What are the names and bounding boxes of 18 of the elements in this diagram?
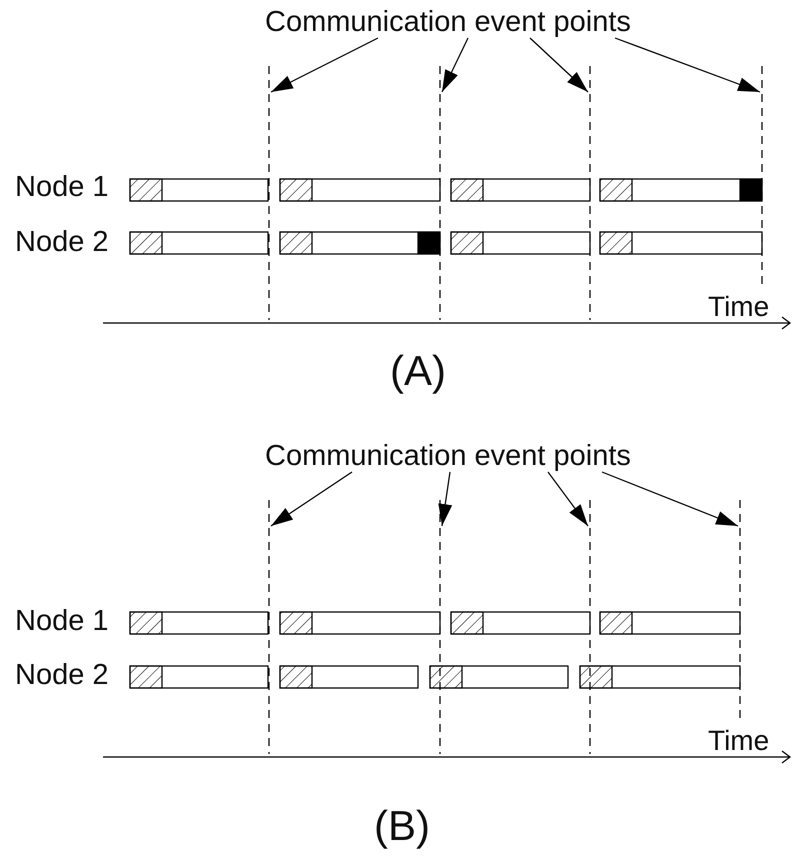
panel-caption: (B) [374, 803, 430, 849]
axis-label: Time [708, 291, 770, 323]
leader-arrow [270, 37, 378, 93]
leader-arrow [438, 472, 452, 526]
leader-arrow [530, 38, 588, 92]
leader-arrow [441, 38, 469, 92]
axis-label: Node 1 [15, 171, 109, 203]
axis-label: Node 2 [15, 226, 109, 258]
leader-arrow [602, 471, 738, 527]
leader-arrow [614, 37, 760, 93]
axis-label: Node 2 [15, 659, 109, 691]
axis-label: Time [708, 725, 770, 757]
callout-text: Communication event points [265, 6, 632, 38]
axis-label: Node 1 [15, 605, 109, 637]
panel-caption: (A) [390, 348, 446, 394]
leader-arrow [548, 472, 588, 526]
callout-text: Communication event points [265, 440, 632, 472]
leader-arrow [270, 472, 352, 526]
